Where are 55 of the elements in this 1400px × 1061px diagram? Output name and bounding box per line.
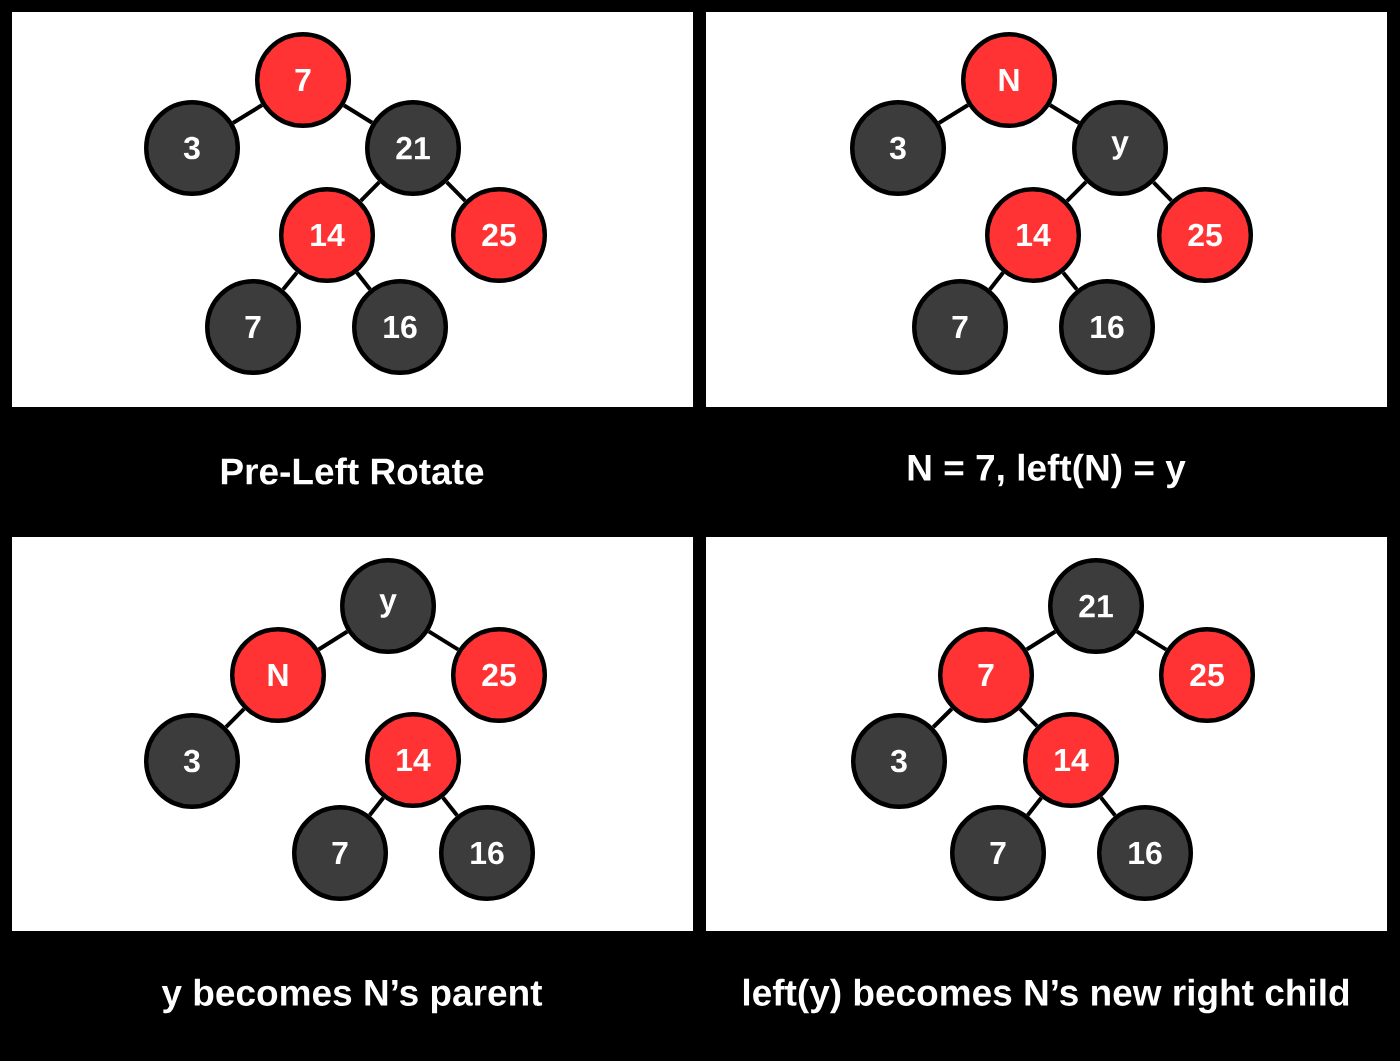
connector-line	[931, 707, 954, 729]
connector-line	[937, 103, 970, 125]
tree-node: 14	[1023, 712, 1119, 808]
tree-node: 3	[851, 713, 947, 809]
connector-line	[1061, 271, 1079, 291]
connector-line	[1025, 629, 1057, 652]
connector-line	[224, 707, 246, 729]
tree-node: 7	[912, 279, 1009, 375]
caption: N = 7, left(N) = y	[908, 453, 1186, 489]
tree-node: 7	[292, 805, 388, 902]
tree-node: 7	[938, 627, 1034, 723]
caption: y becomes N’s parent	[161, 978, 543, 1014]
connector-line	[342, 103, 374, 125]
tree-node: 14	[279, 187, 375, 283]
tree-node: 16	[1059, 279, 1155, 375]
connector-line	[445, 180, 467, 203]
connector-line	[281, 271, 299, 291]
connector-line	[368, 796, 385, 817]
connector-line	[1152, 180, 1173, 203]
connector-line	[1026, 796, 1043, 817]
connector-line	[1048, 103, 1081, 125]
tree-node: 25	[451, 627, 547, 723]
tree-node: 3	[144, 713, 240, 809]
tree-node: 21	[365, 100, 461, 196]
caption: Pre-Left Rotate	[221, 457, 484, 485]
tree-node: 25	[1159, 627, 1255, 723]
tree-node: 14	[365, 712, 461, 808]
tree-node: 7	[950, 805, 1046, 902]
tree-node: y	[1072, 100, 1168, 196]
tree-node: 16	[439, 805, 535, 902]
connector-line	[988, 271, 1005, 291]
tree-node: 21	[1048, 558, 1144, 654]
tree-node: 14	[985, 187, 1081, 283]
connector-line	[1018, 707, 1039, 728]
connector-line	[1099, 796, 1117, 817]
tree-node: 25	[1157, 187, 1253, 283]
connector-line	[231, 103, 264, 125]
tree-node: y	[340, 558, 436, 654]
tree-node: N	[230, 627, 326, 723]
tree-node: 7	[205, 279, 301, 375]
connector-line	[1135, 629, 1168, 652]
connector-line	[317, 629, 349, 652]
tree-node: 16	[352, 279, 448, 375]
tree-node: N	[961, 32, 1057, 128]
tree-node: 3	[850, 100, 947, 196]
tree-node: 16	[1097, 805, 1193, 902]
connector-line	[427, 629, 460, 652]
tree-node: 3	[144, 100, 240, 196]
connector-line	[1065, 180, 1088, 203]
connector-line	[355, 271, 372, 291]
connector-line	[441, 796, 459, 817]
tree-node: 25	[451, 187, 547, 283]
connector-line	[359, 180, 381, 203]
caption: left(y) becomes N’s new right child	[743, 978, 1349, 1014]
tree-node: 7	[255, 32, 351, 128]
